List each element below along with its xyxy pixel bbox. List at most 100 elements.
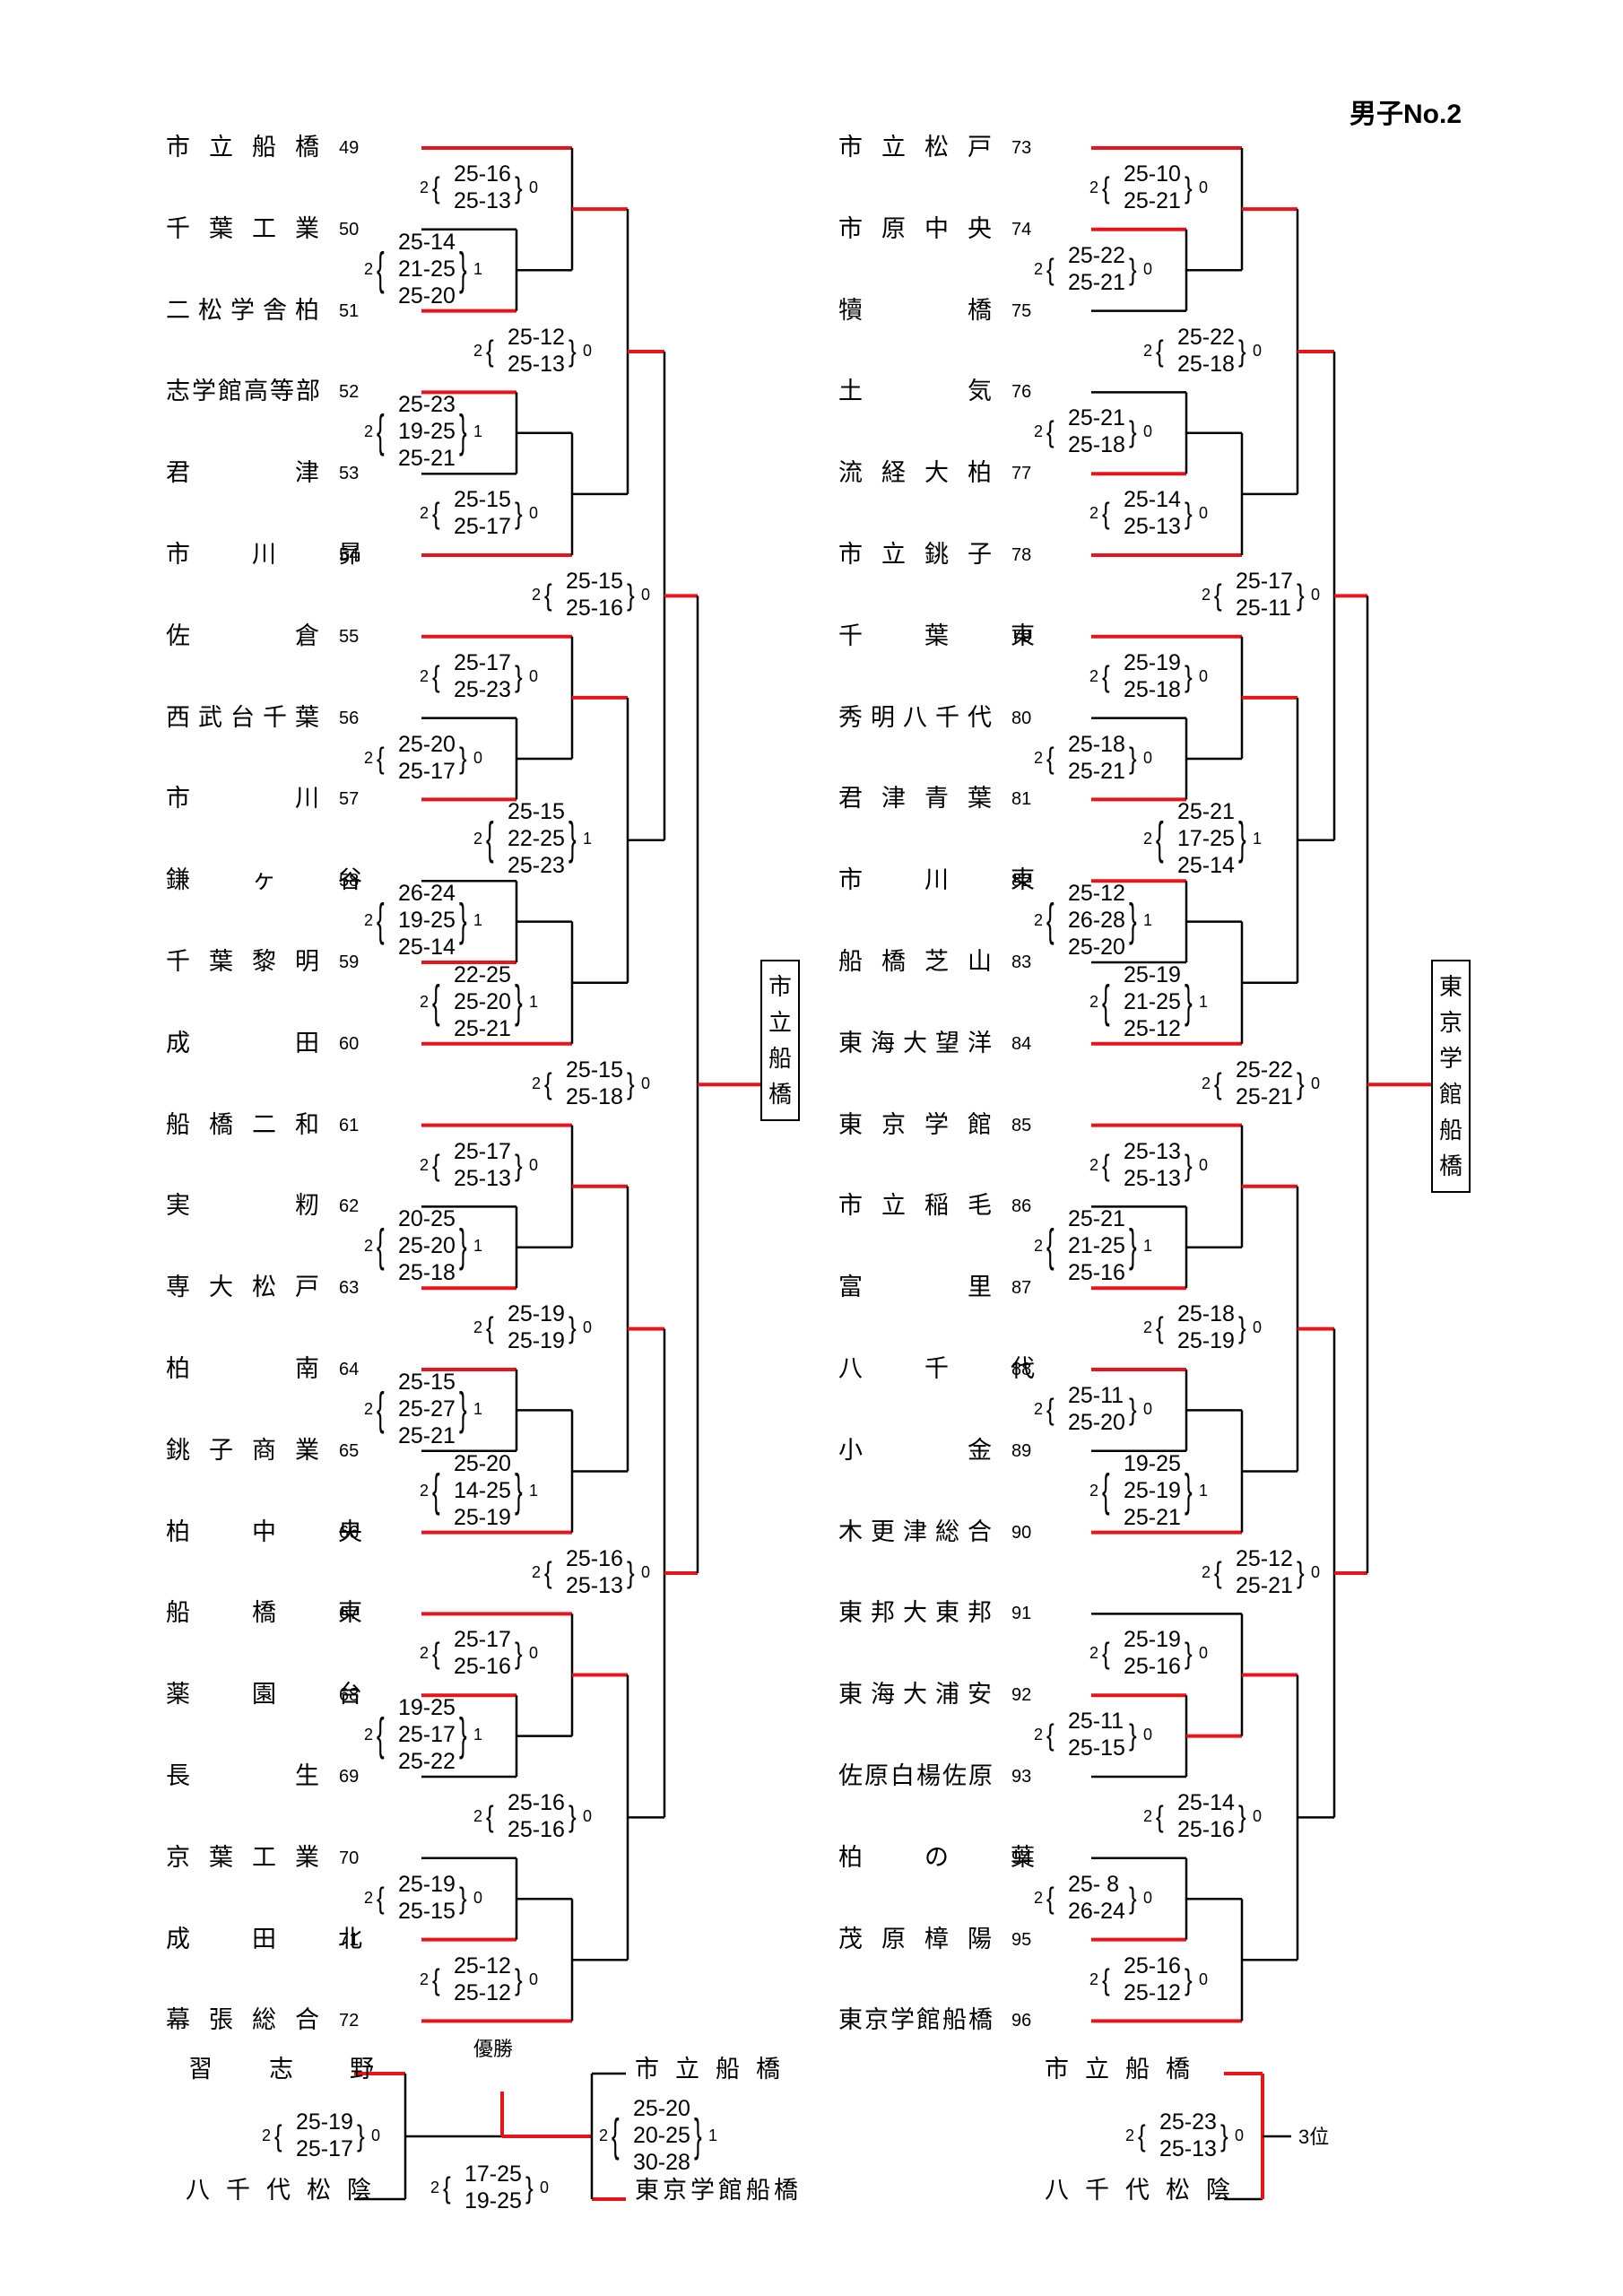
right_results-win-count: 2 — [1089, 1155, 1099, 1174]
right_teams-team-22: 柏 の 葉 — [838, 1843, 1054, 1871]
set-score: 25-21 — [1068, 1206, 1125, 1232]
brace-close: } — [1238, 1798, 1246, 1834]
left_teams-team-21: 長 生 — [166, 1762, 338, 1789]
set-score: 25-22 — [1068, 242, 1125, 268]
left_teams-seed-3: 51 — [339, 300, 360, 321]
right_results-loss-count: 0 — [1143, 259, 1153, 278]
brace-open: { — [1102, 658, 1110, 694]
set-score: 25-14 — [1177, 1790, 1235, 1815]
set-score: 25-18 — [1177, 1301, 1235, 1327]
right_teams-seed-5: 77 — [1011, 464, 1032, 484]
set-score: 25-16 — [1068, 1260, 1125, 1286]
set-score: 25-13 — [454, 188, 511, 213]
right_teams-team-13: 東京学館 — [838, 1110, 1011, 1138]
right_teams-seed-8: 80 — [1011, 708, 1032, 728]
brace-open: { — [1214, 577, 1222, 613]
brace-close: } — [515, 1961, 523, 1996]
loss-count: 0 — [540, 2179, 550, 2196]
set-score: 25-20 — [633, 2096, 690, 2121]
left_teams-team-4: 志学館高等部 — [166, 378, 322, 405]
brace-open: { — [1046, 1219, 1055, 1273]
set-score: 25-18 — [398, 1260, 456, 1286]
brace-close: } — [694, 2109, 702, 2161]
brace-open: { — [544, 1065, 552, 1101]
left_results-loss-count: 1 — [473, 1400, 483, 1418]
set-score: 25-13 — [1124, 1138, 1181, 1164]
right_teams-seed-15: 87 — [1011, 1278, 1032, 1299]
brace-close: } — [515, 975, 523, 1028]
right_teams-seed-7: 79 — [1011, 626, 1032, 647]
right_teams-seed-20: 92 — [1011, 1685, 1032, 1706]
left_teams-seed-5: 53 — [339, 464, 360, 484]
left_teams-seed-9: 57 — [339, 789, 360, 810]
set-score: 25-17 — [398, 1722, 456, 1748]
set-score: 25-15 — [398, 1370, 456, 1395]
set-score: 25-12 — [454, 1979, 511, 2005]
right_results-loss-count: 0 — [1199, 504, 1209, 523]
brace-open: { — [377, 1219, 385, 1273]
brace-open: { — [1046, 893, 1055, 946]
right_teams-team-10: 市 川 東 — [838, 866, 1054, 894]
left_results-loss-count: 0 — [529, 178, 539, 196]
brace-close: } — [1297, 577, 1305, 613]
left_results-loss-count: 1 — [473, 259, 483, 278]
brace-close: } — [459, 739, 467, 775]
win-count: 2 — [262, 2126, 272, 2144]
set-score: 25-13 — [1124, 514, 1181, 540]
brace-close: } — [1220, 2118, 1228, 2153]
brace-close: } — [627, 1065, 635, 1101]
right_results-win-count: 2 — [1143, 1318, 1153, 1337]
final-team-tokyo-gakkan-funabashi: 東京学館船橋 — [635, 2177, 802, 2204]
brace-close: } — [1129, 893, 1137, 946]
loss-count: 0 — [371, 2126, 381, 2144]
right_teams-seed-2: 74 — [1011, 219, 1032, 239]
brace-close: } — [459, 893, 467, 946]
set-score: 25-18 — [1068, 731, 1125, 757]
right_results-win-count: 2 — [1202, 1074, 1211, 1092]
left_results-win-count: 2 — [420, 504, 430, 523]
left_results-loss-count: 0 — [583, 341, 593, 360]
brace-open: { — [486, 1309, 494, 1345]
set-score: 25-16 — [1124, 1654, 1181, 1680]
brace-close: } — [1185, 658, 1193, 694]
right_results-win-count: 2 — [1034, 1237, 1044, 1256]
set-score: 25-13 — [1124, 1165, 1181, 1191]
right_results-loss-count: 1 — [1199, 1481, 1209, 1500]
left_teams-team-12: 成 田 — [166, 1029, 338, 1057]
set-score: 25-20 — [454, 1450, 511, 1476]
right_results-loss-count: 0 — [1253, 1807, 1263, 1825]
set-score: 19-25 — [398, 419, 456, 445]
set-score: 25-14 — [398, 229, 456, 255]
win-count: 2 — [599, 2126, 609, 2144]
set-score: 21-25 — [1068, 1233, 1125, 1259]
right_results-loss-count: 1 — [1253, 830, 1263, 848]
brace-close: } — [1129, 413, 1137, 449]
right_teams-team-2: 市原中央 — [838, 214, 1011, 242]
set-score: 25-21 — [1068, 269, 1125, 295]
left_results-win-count: 2 — [420, 666, 430, 685]
set-score: 25-16 — [566, 1545, 623, 1571]
set-score: 25-12 — [1068, 881, 1125, 907]
brace-open: { — [377, 1708, 385, 1761]
left_results-loss-count: 1 — [529, 1481, 539, 1500]
set-score: 25-19 — [398, 1871, 456, 1897]
set-score: 25-17 — [454, 1627, 511, 1653]
right_results-loss-count: 0 — [1143, 1888, 1153, 1907]
set-score: 17-25 — [464, 2161, 522, 2187]
brace-close: } — [525, 2170, 534, 2205]
left_results-win-count: 2 — [420, 1155, 430, 1174]
set-score: 20-25 — [398, 1206, 456, 1232]
right_results-win-count: 2 — [1034, 748, 1044, 767]
set-score: 25-15 — [398, 1898, 456, 1924]
right_teams-seed-14: 86 — [1011, 1196, 1032, 1217]
set-score: 25-12 — [1236, 1545, 1293, 1571]
brace-close: } — [459, 1708, 467, 1761]
set-score: 25-20 — [398, 283, 456, 309]
left_teams-team-22: 京葉工業 — [166, 1843, 338, 1871]
brace-close: } — [1185, 1146, 1193, 1182]
left_results-loss-count: 0 — [529, 1970, 539, 1988]
brace-open: { — [1102, 1635, 1110, 1671]
set-score: 19-25 — [1124, 1450, 1181, 1476]
brace-close: } — [1185, 975, 1193, 1028]
